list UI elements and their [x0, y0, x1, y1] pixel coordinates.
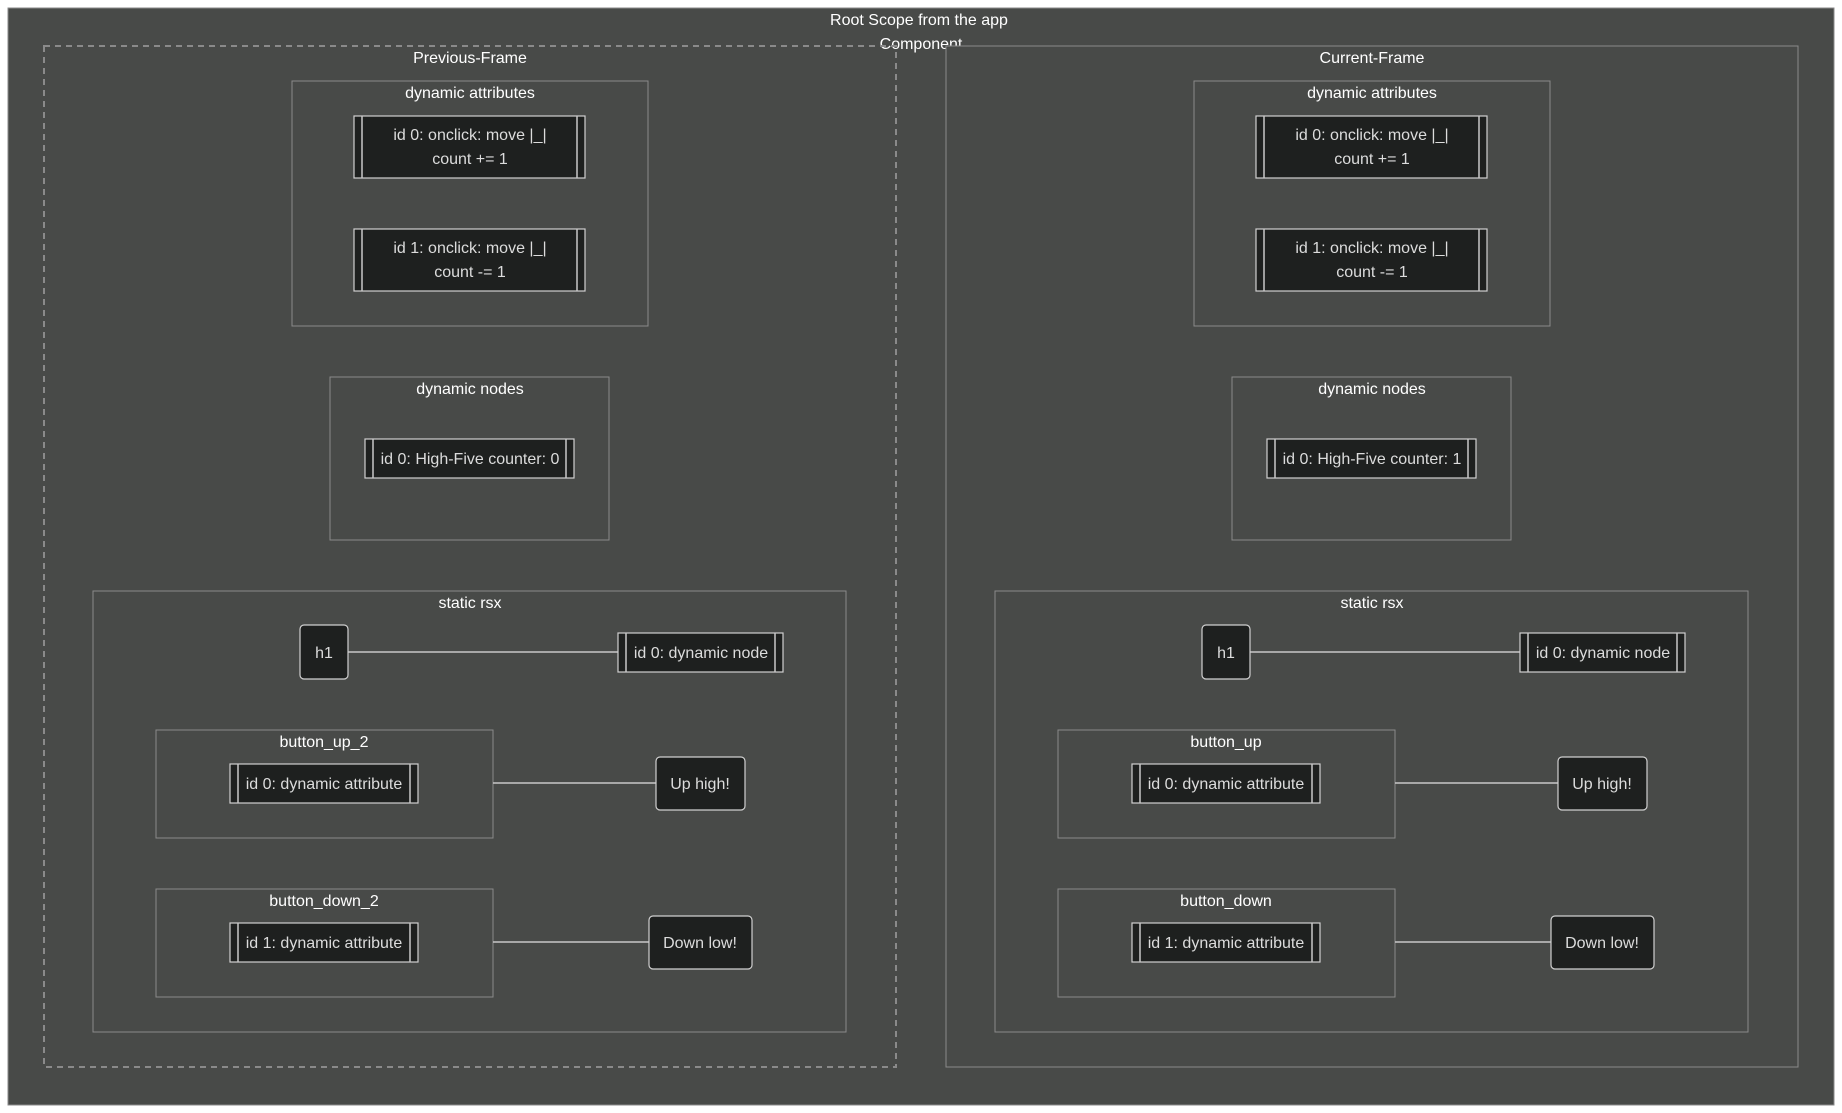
current-dynamic-attribute-0-line2: count += 1: [1334, 151, 1410, 168]
previous-dynamic-node-0-label: id 0: High-Five counter: 0: [381, 451, 560, 468]
current-dynamic-attribute-1[interactable]: id 1: onclick: move |_| count -= 1: [1255, 228, 1488, 292]
current-down-low-text-node[interactable]: Down low!: [1550, 915, 1655, 970]
previous-dynamic-attribute-1-line1: id 1: onclick: move |_|: [393, 240, 546, 257]
root-scope-title-continued: Component: [880, 36, 963, 53]
current-button-down-attribute[interactable]: id 1: dynamic attribute: [1131, 922, 1321, 963]
previous-h1-dynamic-node[interactable]: id 0: dynamic node: [617, 632, 784, 673]
previous-down-low-text-node[interactable]: Down low!: [648, 915, 753, 970]
previous-h1-node[interactable]: h1: [299, 624, 349, 680]
current-dynamic-node-0[interactable]: id 0: High-Five counter: 1: [1266, 438, 1477, 479]
previous-button-down-attribute-label: id 1: dynamic attribute: [246, 935, 403, 952]
previous-button-up-attribute[interactable]: id 0: dynamic attribute: [229, 763, 419, 804]
current-dynamic-attribute-1-line1: id 1: onclick: move |_|: [1295, 240, 1448, 257]
current-button-up-title: button_up: [1190, 734, 1261, 751]
previous-h1-dynamic-node-label: id 0: dynamic node: [634, 645, 768, 662]
current-h1-label: h1: [1217, 645, 1235, 662]
current-static-rsx-title: static rsx: [1340, 595, 1403, 612]
current-button-up-attribute[interactable]: id 0: dynamic attribute: [1131, 763, 1321, 804]
current-dynamic-attribute-0-line1: id 0: onclick: move |_|: [1295, 127, 1448, 144]
current-dynamic-attribute-0[interactable]: id 0: onclick: move |_| count += 1: [1255, 115, 1488, 179]
current-h1-node[interactable]: h1: [1201, 624, 1251, 680]
previous-frame-box: [43, 45, 897, 1068]
previous-dynamic-attribute-0-line1: id 0: onclick: move |_|: [393, 127, 546, 144]
previous-button-up-attribute-label: id 0: dynamic attribute: [246, 776, 403, 793]
current-dynamic-node-0-label: id 0: High-Five counter: 1: [1283, 451, 1462, 468]
previous-dynamic-node-0[interactable]: id 0: High-Five counter: 0: [364, 438, 575, 479]
previous-button-down-attribute[interactable]: id 1: dynamic attribute: [229, 922, 419, 963]
current-dynamic-attribute-1-line2: count -= 1: [1336, 264, 1408, 281]
current-up-high-text-node[interactable]: Up high!: [1557, 756, 1648, 811]
current-dynamic-attributes-title: dynamic attributes: [1307, 85, 1437, 102]
previous-dynamic-attribute-0-line2: count += 1: [432, 151, 508, 168]
current-h1-dynamic-node[interactable]: id 0: dynamic node: [1519, 632, 1686, 673]
previous-dynamic-attributes-title: dynamic attributes: [405, 85, 535, 102]
current-button-up-attribute-label: id 0: dynamic attribute: [1148, 776, 1305, 793]
current-up-high-label: Up high!: [1572, 776, 1632, 793]
current-down-low-label: Down low!: [1565, 935, 1639, 952]
current-button-down-title: button_down: [1180, 893, 1272, 910]
current-frame-title: Current-Frame: [1320, 50, 1425, 67]
previous-dynamic-attribute-1[interactable]: id 1: onclick: move |_| count -= 1: [353, 228, 586, 292]
previous-static-rsx-title: static rsx: [438, 595, 501, 612]
current-h1-dynamic-node-label: id 0: dynamic node: [1536, 645, 1670, 662]
previous-button-down-title: button_down_2: [269, 893, 379, 910]
previous-dynamic-attribute-0[interactable]: id 0: onclick: move |_| count += 1: [353, 115, 586, 179]
previous-frame-title: Previous-Frame: [413, 50, 527, 67]
previous-up-high-text-node[interactable]: Up high!: [655, 756, 746, 811]
previous-dynamic-nodes-title: dynamic nodes: [416, 381, 524, 398]
current-dynamic-nodes-title: dynamic nodes: [1318, 381, 1426, 398]
previous-h1-label: h1: [315, 645, 333, 662]
previous-dynamic-attribute-1-line2: count -= 1: [434, 264, 506, 281]
previous-button-up-title: button_up_2: [280, 734, 369, 751]
root-scope-title: Root Scope from the app: [830, 12, 1008, 29]
previous-up-high-label: Up high!: [670, 776, 730, 793]
current-button-down-attribute-label: id 1: dynamic attribute: [1148, 935, 1305, 952]
previous-down-low-label: Down low!: [663, 935, 737, 952]
